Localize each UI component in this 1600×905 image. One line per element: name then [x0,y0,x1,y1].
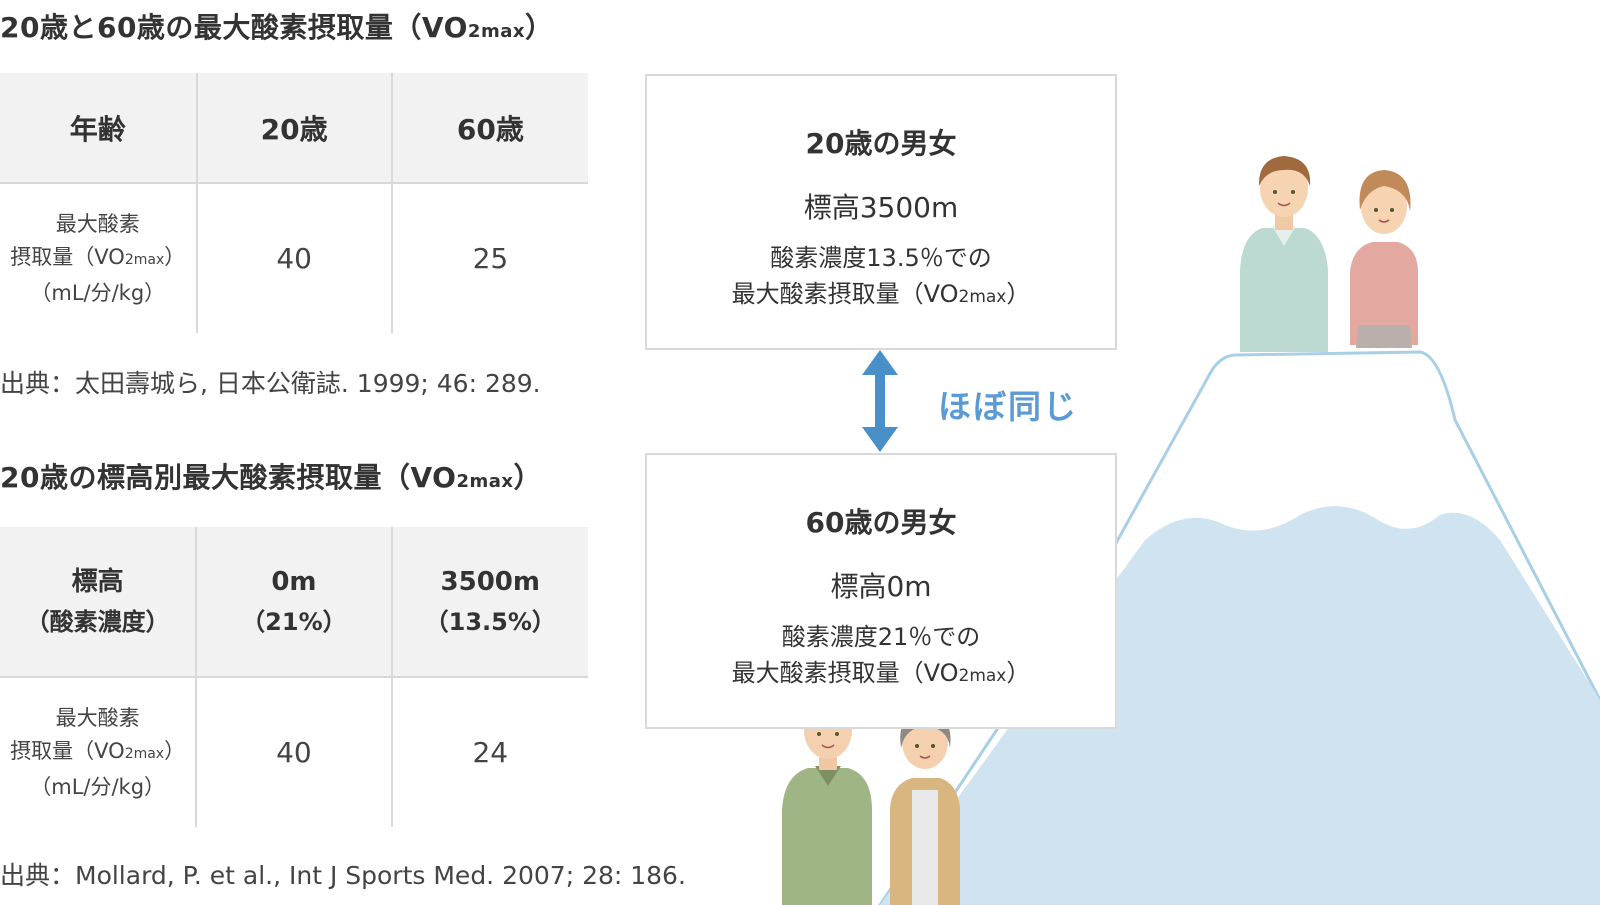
table1-header-60: 60歳 [391,73,588,184]
box-age20-heading: 20歳の男女 [805,127,957,160]
table1-data-row: 最大酸素 摂取量（VO2max） （mL/分/kg） 40 25 [0,183,588,333]
young-man-illustration [1240,156,1328,352]
table2-row-label: 最大酸素 摂取量（VO2max） （mL/分/kg） [0,677,198,827]
table1-title: 20歳と60歳の最大酸素摂取量（VO2max） [0,11,554,44]
table2-header-3500m: 3500m （13.5%） [391,527,588,678]
table1-header-row: 年齢 20歳 60歳 [0,73,588,184]
box-age60-altitude: 標高0m [830,570,932,603]
box-age60-desc: 酸素濃度21％での 最大酸素摂取量（VO2max） [731,623,1031,687]
table1-header-age: 年齢 [0,73,198,184]
table2-title: 20歳の標高別最大酸素摂取量（VO2max） [0,461,543,494]
mountain-illustration [878,350,1600,905]
box-age20-altitude: 標高3500m [803,191,959,224]
table1-value-60: 25 [472,242,509,275]
young-woman-illustration [1350,170,1418,348]
table2-data-row: 最大酸素 摂取量（VO2max） （mL/分/kg） 40 24 [0,677,588,827]
table2-source: 出典：Mollard, P. et al., Int J Sports Med.… [0,861,686,890]
box-age60-heading: 60歳の男女 [805,506,957,539]
table1: 年齢 20歳 60歳 最大酸素 摂取量（VO2max） （mL/分/kg） 40… [0,73,588,333]
comparison-label: ほぼ同じ [938,387,1078,426]
table2: 標高 （酸素濃度） 0m （21%） 3500m （13.5%） 最大酸素 摂取… [0,527,588,827]
elderly-man-illustration [782,698,872,905]
box-age20-desc: 酸素濃度13.5％での 最大酸素摂取量（VO2max） [731,244,1031,308]
table2-value-0m: 40 [196,677,393,827]
table2-value-3500m: 24 [472,736,509,769]
table1-source: 出典：太田壽城ら, 日本公衛誌. 1999; 46: 289. [0,369,541,398]
table2-header-altitude: 標高 （酸素濃度） [0,527,198,678]
table1-header-20: 20歳 [196,73,393,184]
elderly-woman-illustration [890,712,960,905]
box-age20: 20歳の男女 標高3500m 酸素濃度13.5％での 最大酸素摂取量（VO2ma… [645,74,1117,350]
double-arrow-icon [862,350,898,452]
table1-row-label: 最大酸素 摂取量（VO2max） （mL/分/kg） [0,183,198,333]
table2-header-row: 標高 （酸素濃度） 0m （21%） 3500m （13.5%） [0,527,588,678]
table2-header-0m: 0m （21%） [196,527,393,678]
table1-value-20: 40 [196,183,393,333]
box-age60: 60歳の男女 標高0m 酸素濃度21％での 最大酸素摂取量（VO2max） [645,453,1117,729]
